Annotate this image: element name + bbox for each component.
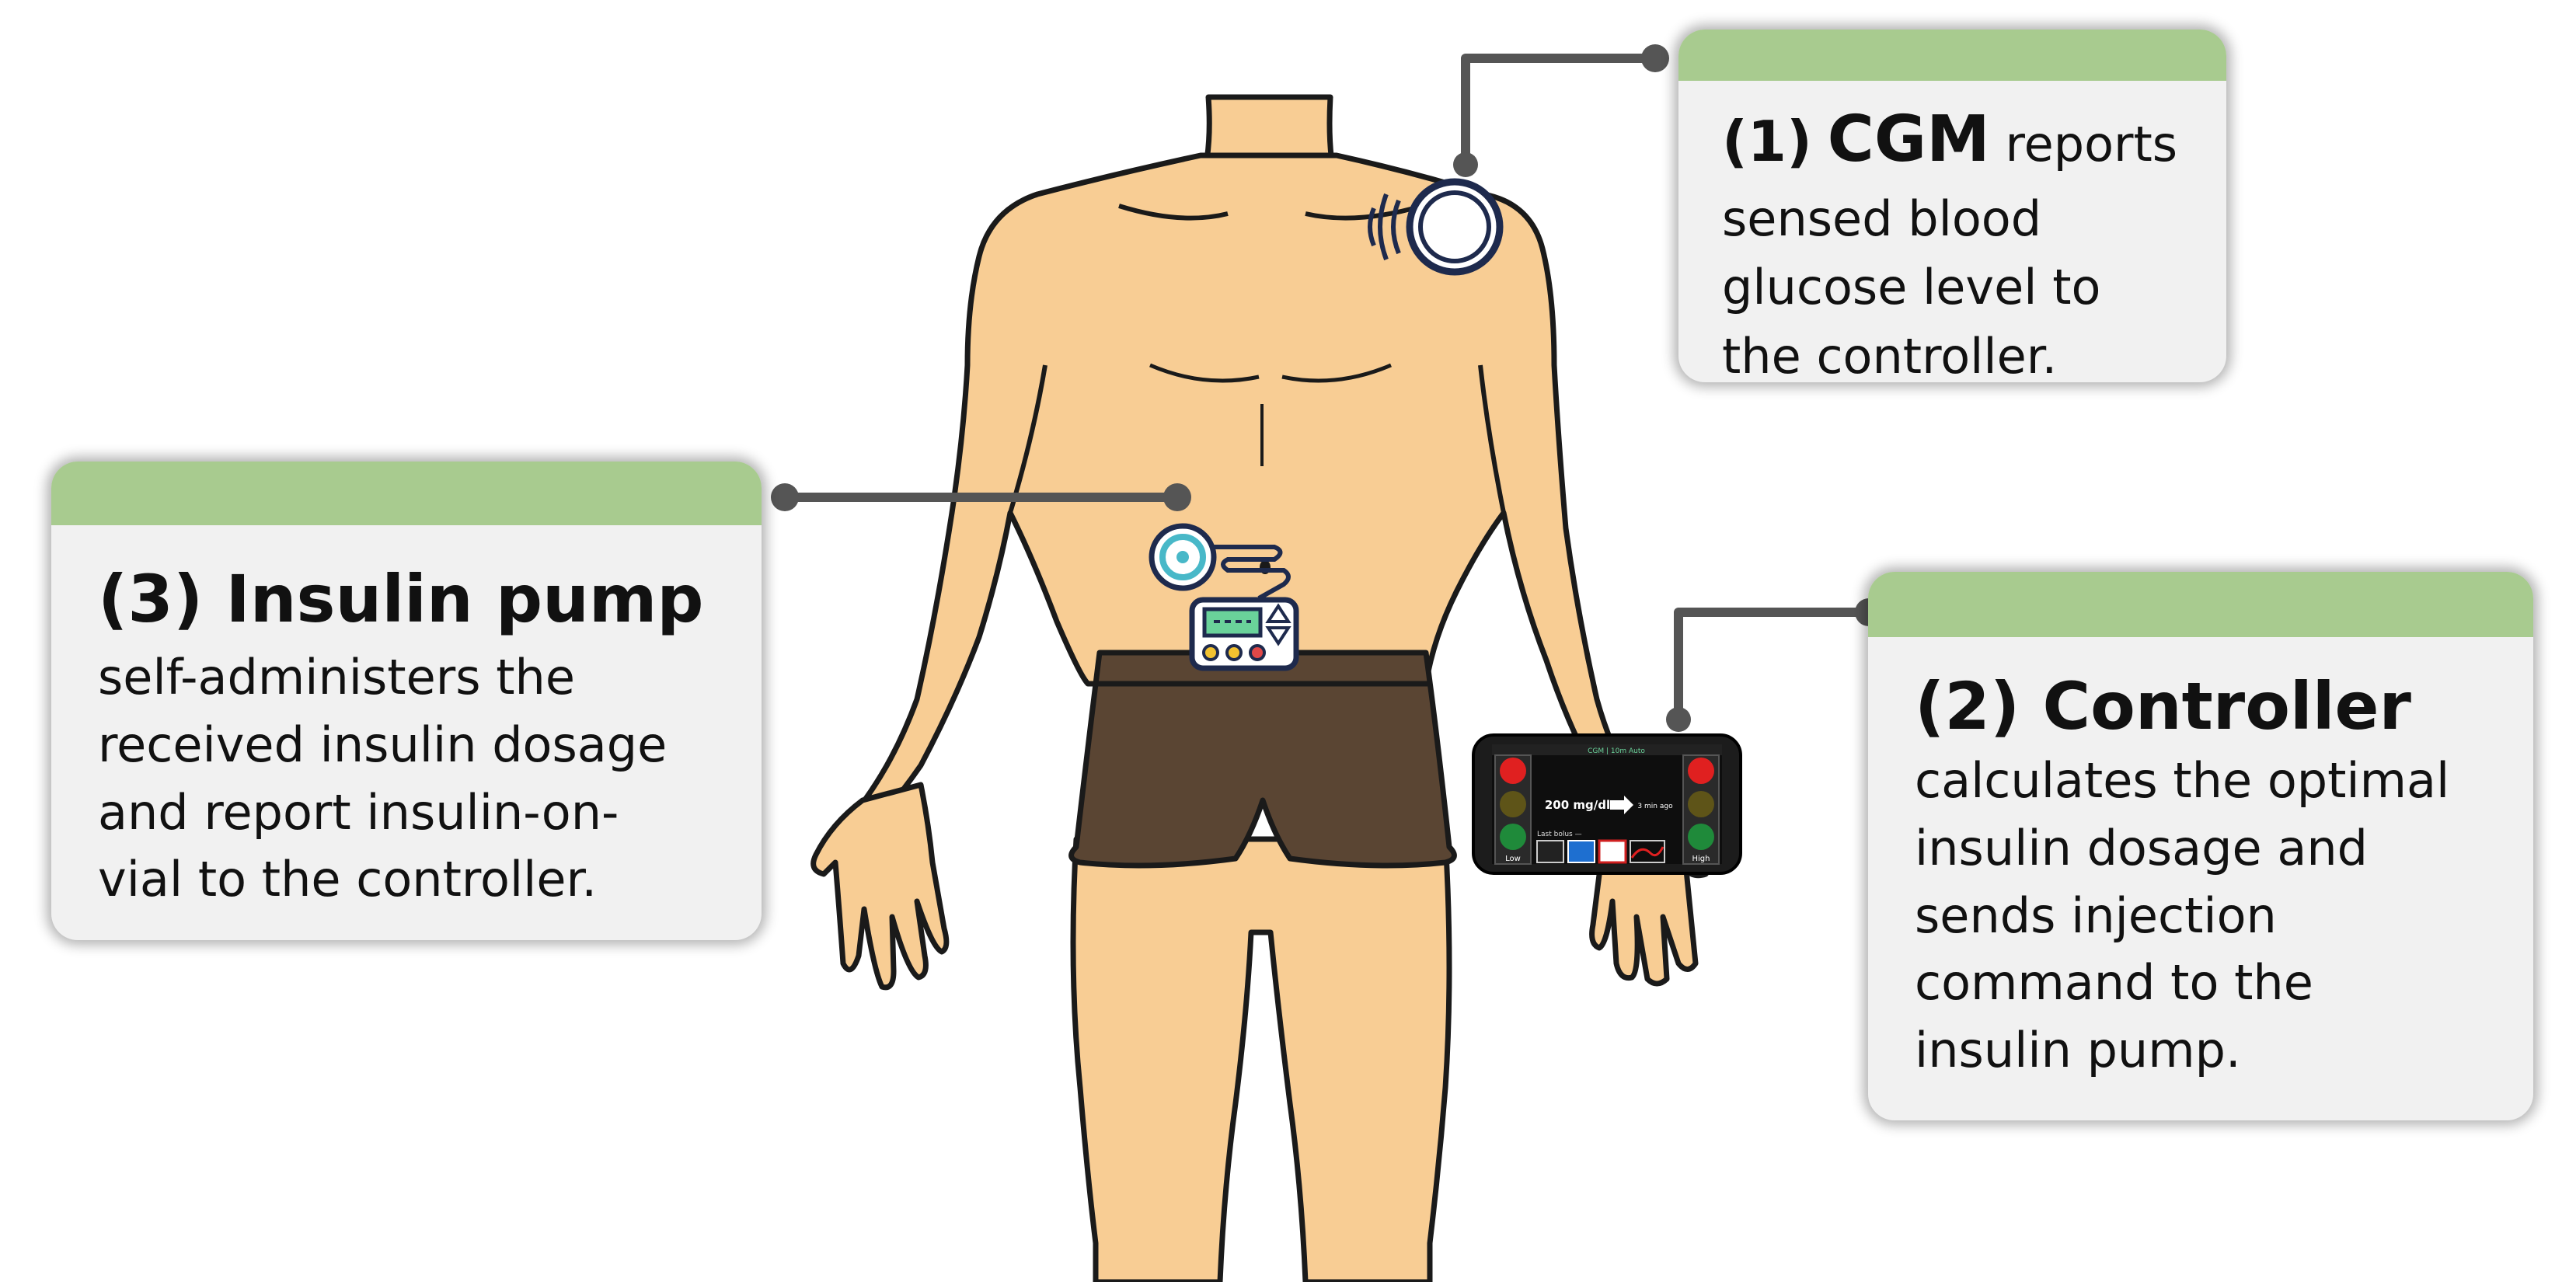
last-bolus: Last bolus —	[1537, 831, 1582, 838]
card-header-band	[51, 462, 762, 525]
reading-age: 3 min ago	[1637, 803, 1673, 810]
legs	[1070, 836, 1452, 1282]
controller-line-5: insulin pump.	[1915, 1022, 2241, 1079]
pump-line-1: self-administers the	[98, 649, 575, 705]
cgm-sensor-icon	[1368, 178, 1504, 276]
cgm-number: (1)	[1722, 109, 1812, 174]
left-hand	[810, 782, 950, 991]
cgm-card-line-1: (1) CGM reports	[1722, 95, 2204, 185]
controller-description: calculates the optimal insulin dosage an…	[1915, 747, 2521, 1085]
insulin-pump-title: (3) Insulin pump	[98, 561, 704, 637]
insulin-pump-info-card: (3) Insulin pump self-administers the re…	[51, 462, 762, 940]
card-header-band	[1868, 572, 2533, 637]
connector-lines	[780, 54, 1874, 724]
controller-button-bolus	[1567, 840, 1595, 863]
shorts	[1068, 650, 1457, 869]
cgm-title: CGM	[1827, 103, 1990, 176]
connector-controller	[1674, 608, 1874, 724]
cgm-card-text: (1) CGM reports sensed blood glucose lev…	[1722, 95, 2204, 382]
controller-info-card: (2) Controller calculates the optimal in…	[1868, 572, 2533, 1120]
controller-line-2: insulin dosage and	[1915, 819, 2369, 876]
controller-phone-icon: CGM | 10m Auto Low High 200 mg/dl 3 min …	[1472, 733, 1742, 875]
controller-button-graph	[1630, 846, 1664, 859]
pump-line-3: and report insulin-on-	[98, 783, 619, 841]
connector-dots	[771, 44, 1883, 732]
controller-line-1: calculates the optimal	[1915, 752, 2450, 809]
cgm-info-card: (1) CGM reports sensed blood glucose lev…	[1678, 30, 2226, 382]
high-label: High	[1692, 855, 1710, 863]
cgm-card-line-4: the controller.	[1722, 327, 2058, 383]
glucose-reading: 200 mg/dl	[1545, 798, 1610, 812]
controller-title: (2) Controller	[1915, 668, 2411, 744]
cgm-card-line-2: sensed blood	[1722, 190, 2042, 248]
pump-line-2: received insulin dosage	[98, 716, 668, 773]
card-header-band	[1678, 30, 2226, 81]
controller-button-meal	[1536, 840, 1564, 863]
pump-line-4: vial to the controller.	[98, 851, 598, 908]
cgm-lead-text: reports	[1989, 116, 2178, 172]
connector-cgm	[1461, 54, 1660, 169]
controller-line-4: command to the	[1915, 954, 2313, 1012]
trend-arrow-icon	[1610, 796, 1633, 814]
insulin-pump-description: self-administers the received insulin do…	[98, 644, 743, 914]
controller-button-settings	[1598, 839, 1627, 864]
controller-line-3: sends injection	[1915, 887, 2277, 944]
human-body-figure	[810, 94, 1713, 1282]
insulin-pump-icon	[1149, 523, 1299, 671]
low-label: Low	[1505, 855, 1521, 863]
cgm-card-line-3: glucose level to	[1722, 259, 2101, 316]
controller-status-text: CGM | 10m Auto	[1588, 747, 1645, 755]
